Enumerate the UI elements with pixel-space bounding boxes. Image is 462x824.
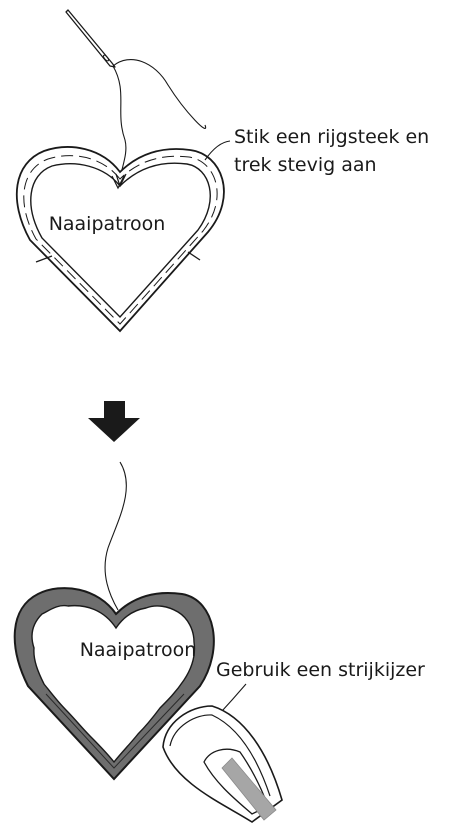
needle-icon	[66, 10, 115, 67]
heart-outline	[17, 147, 224, 331]
callout-text-2: Gebruik een strijkijzer	[216, 659, 425, 681]
callout-text-1a: Stik een rijgsteek en	[234, 126, 429, 148]
notch-mark-right	[188, 252, 200, 260]
step-1-group: Naaipatroon Stik een rijgsteek en trek s…	[17, 10, 429, 331]
thread-line-2	[105, 462, 126, 610]
heart-label-2: Naaipatroon	[80, 639, 197, 661]
down-arrow-icon	[88, 401, 140, 442]
callout-text-1b: trek stevig aan	[234, 154, 377, 176]
iron-icon	[163, 706, 282, 822]
heart-label-1: Naaipatroon	[49, 213, 166, 235]
step-2-group: Naaipatroon Gebruik een strijkijzer	[15, 462, 425, 822]
